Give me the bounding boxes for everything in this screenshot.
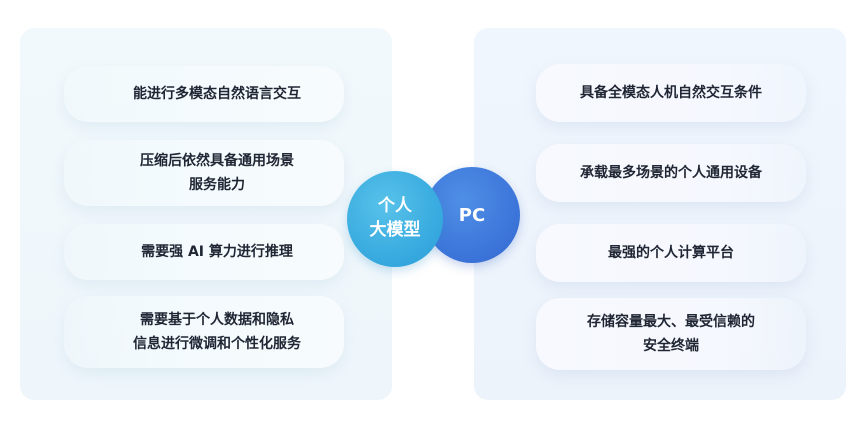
left-item-multimodal: 能进行多模态自然语言交互 (64, 66, 344, 122)
left-item-ai-compute: 需要强 AI 算力进行推理 (64, 224, 344, 280)
right-item-scenarios: 承载最多场景的个人通用设备 (536, 144, 806, 202)
left-item-label: 能进行多模态自然语言交互 (133, 85, 301, 102)
right-item-label: 承载最多场景的个人通用设备 (580, 164, 762, 181)
personal-model-label: 个人 大模型 (369, 196, 421, 240)
right-item-secure-terminal: 存储容量最大、最受信赖的 安全终端 (536, 298, 806, 370)
personal-model-circle: 个人 大模型 (347, 171, 443, 267)
right-item-label: 存储容量最大、最受信赖的 安全终端 (587, 313, 755, 355)
right-item-label: 具备全模态人机自然交互条件 (580, 84, 762, 101)
right-item-interaction: 具备全模态人机自然交互条件 (536, 64, 806, 122)
left-item-label: 需要基于个人数据和隐私 信息进行微调和个性化服务 (133, 311, 301, 353)
left-item-personalization: 需要基于个人数据和隐私 信息进行微调和个性化服务 (64, 296, 344, 368)
right-item-compute-platform: 最强的个人计算平台 (536, 224, 806, 282)
right-item-label: 最强的个人计算平台 (608, 244, 734, 261)
left-item-label: 需要强 AI 算力进行推理 (141, 243, 293, 260)
left-item-label: 压缩后依然具备通用场景 服务能力 (140, 152, 294, 194)
pc-label: PC (458, 204, 486, 226)
left-item-compression: 压缩后依然具备通用场景 服务能力 (64, 140, 344, 206)
